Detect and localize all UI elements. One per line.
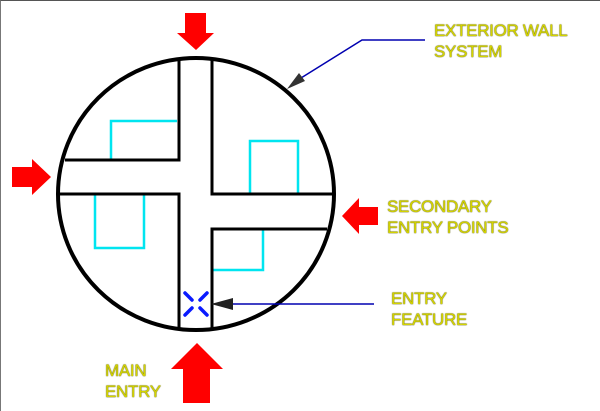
label-line: SYSTEM bbox=[434, 42, 503, 61]
room-outline-top-left bbox=[109, 119, 177, 160]
exterior-wall-label: EXTERIOR WALL SYSTEM bbox=[434, 20, 568, 62]
arrow-right-icon bbox=[342, 198, 378, 234]
label-line: SECONDARY bbox=[387, 197, 492, 216]
arrow-main-entry-icon bbox=[171, 343, 223, 403]
label-line: ENTRY bbox=[391, 289, 447, 308]
entry-feature-icon bbox=[183, 291, 209, 317]
leader-arrowhead-icon bbox=[287, 73, 305, 89]
label-line: MAIN bbox=[105, 361, 147, 380]
label-line: ENTRY POINTS bbox=[387, 218, 509, 237]
wall-bottom-left bbox=[58, 192, 181, 330]
room-outline-bottom-left bbox=[93, 194, 146, 250]
arrow-left-icon bbox=[12, 159, 51, 195]
room-outlines bbox=[93, 119, 300, 272]
entry-arrows bbox=[12, 13, 378, 403]
arrow-top-icon bbox=[177, 13, 214, 50]
room-outline-bottom-right bbox=[212, 229, 265, 272]
leader-exterior-wall bbox=[300, 39, 425, 79]
entry-feature-label: ENTRY FEATURE bbox=[391, 288, 467, 330]
wall-top-left bbox=[65, 59, 181, 162]
interior-walls bbox=[58, 59, 334, 330]
label-line: FEATURE bbox=[391, 310, 467, 329]
label-line: EXTERIOR WALL bbox=[434, 21, 568, 40]
label-line: ENTRY bbox=[105, 382, 161, 401]
secondary-entry-label: SECONDARY ENTRY POINTS bbox=[387, 196, 509, 238]
wall-bottom-right bbox=[210, 227, 327, 330]
exterior-wall bbox=[56, 56, 336, 332]
leader-lines bbox=[229, 39, 425, 305]
main-entry-label: MAIN ENTRY bbox=[105, 360, 161, 402]
leader-arrowhead-icon bbox=[211, 298, 233, 310]
wall-top-right bbox=[210, 59, 334, 196]
room-outline-top-right bbox=[248, 139, 300, 194]
